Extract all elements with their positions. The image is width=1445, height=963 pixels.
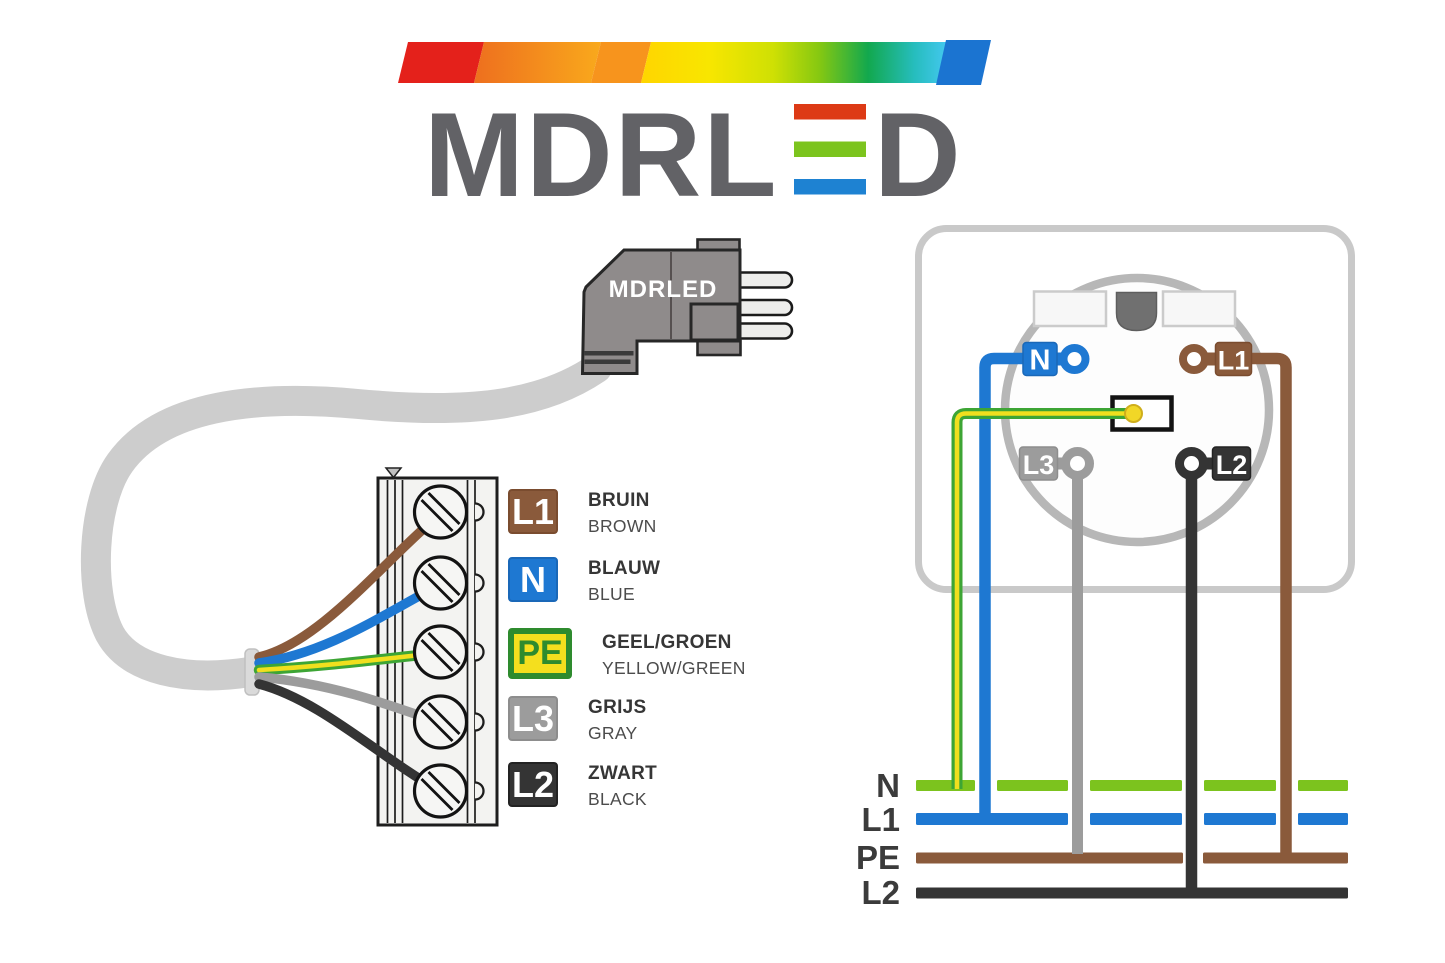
socket-top-slot-left xyxy=(1032,290,1108,328)
wire-black xyxy=(254,679,443,795)
terminal-l3-ring xyxy=(1061,447,1094,480)
legend-badge-l3: L3 xyxy=(508,696,558,741)
bus-label-n: N xyxy=(876,767,900,804)
rainbow-bar-spectrum xyxy=(641,42,948,83)
plug-strain-ridge-1 xyxy=(584,351,634,356)
terminal-l3-tile xyxy=(1018,446,1059,481)
pe-yellow-dot xyxy=(1124,404,1143,423)
legend-text-l2: ZWART BLACK xyxy=(588,762,657,810)
logo-e-bar-blue xyxy=(794,179,866,195)
terminal-n-label: N xyxy=(1030,345,1051,377)
rainbow-bar-orange xyxy=(474,42,601,83)
bus-line-pe xyxy=(916,852,1348,864)
logo-e-bar-green xyxy=(794,141,866,157)
rainbow-bar-blue xyxy=(936,40,991,85)
screw-terminals xyxy=(412,484,469,819)
socket-terminal-l1: L1 xyxy=(1179,341,1253,377)
legend-name-en: BROWN xyxy=(588,516,657,536)
socket-terminal-l3: L3 xyxy=(1018,446,1094,481)
legend-name-nl: GRIJS xyxy=(588,697,647,718)
bus-label-l1: L1 xyxy=(861,801,900,838)
terminal-n-ring xyxy=(1059,344,1090,374)
terminal-block-bumps xyxy=(474,502,485,801)
plug-label: MDRLED xyxy=(609,276,718,303)
legend-row-pe: PE GEEL/GROEN YELLOW/GREEN xyxy=(508,628,746,679)
legend-name-en: YELLOW/GREEN xyxy=(602,658,746,678)
legend-row-l3: L3 GRIJS GRAY xyxy=(508,696,647,744)
socket-keying-notch xyxy=(1115,291,1158,332)
screw-terminal-2 xyxy=(412,555,469,611)
terminal-n-tile xyxy=(1022,341,1058,377)
logo: MDRL D xyxy=(398,40,991,222)
wire-brown xyxy=(254,511,443,662)
legend-text-pe: GEEL/GROEN YELLOW/GREEN xyxy=(602,628,746,679)
socket-top-slot-right xyxy=(1161,290,1237,328)
terminal-l2-ring xyxy=(1175,447,1208,480)
socket-wire-brown xyxy=(1248,352,1292,861)
legend-text-l1: BRUIN BROWN xyxy=(588,489,657,537)
legend-name-en: GRAY xyxy=(588,723,638,743)
legend-name-nl: GEEL/GROEN xyxy=(602,632,732,653)
legend-badge-l1: L1 xyxy=(508,489,558,534)
legend-name-en: BLUE xyxy=(588,584,635,604)
bus-label-pe: PE xyxy=(856,839,900,876)
legend-row-l1: L1 BRUIN BROWN xyxy=(508,489,657,537)
logo-text-mdrl: MDRL xyxy=(424,88,779,222)
socket-diagram: N L1 L3 L2 N L1 PE L2 xyxy=(856,225,1355,911)
bus-line-l2 xyxy=(916,887,1348,899)
logo-e-bar-red xyxy=(794,104,866,120)
logo-e-bars xyxy=(794,104,866,195)
screw-terminal-5 xyxy=(412,763,469,819)
bus-line-l1 xyxy=(916,813,1348,825)
socket-terminal-l2: L2 xyxy=(1175,446,1252,481)
legend-badge-pe: PE xyxy=(508,628,572,679)
plug-inner-square xyxy=(689,302,740,342)
screw-terminal-4 xyxy=(412,694,469,750)
legend-row-l2: L2 ZWART BLACK xyxy=(508,762,657,810)
legend-name-nl: ZWART xyxy=(588,763,658,784)
legend-text-l3: GRIJS GRAY xyxy=(588,696,647,744)
terminal-l3-label: L3 xyxy=(1023,450,1055,480)
legend-text-n: BLAUW BLUE xyxy=(588,557,660,605)
legend-row-n: N BLAUW BLUE xyxy=(508,557,660,605)
plug-body xyxy=(580,248,742,375)
socket-terminal-n: N xyxy=(1022,341,1090,377)
socket-wire-pe-inner xyxy=(954,411,1136,789)
logo-text-d: D xyxy=(874,88,961,222)
cable-sheath xyxy=(80,353,612,691)
terminal-l1-label: L1 xyxy=(1218,346,1250,376)
terminal-l2-label: L2 xyxy=(1216,450,1248,480)
bus-labels: N L1 PE L2 xyxy=(856,767,900,911)
legend-name-en: BLACK xyxy=(588,789,647,809)
legend-badge-n: N xyxy=(508,557,558,602)
rainbow-bar-red xyxy=(398,42,484,83)
rainbow-bar xyxy=(398,40,991,85)
socket-wires xyxy=(951,352,1292,896)
terminal-l1-tile xyxy=(1214,341,1253,377)
rainbow-bar-dark-orange xyxy=(591,42,651,83)
terminal-l2-tile xyxy=(1211,446,1252,481)
plug-graphic: MDRLED xyxy=(580,238,794,375)
socket-wire-blue xyxy=(979,352,1026,823)
plug-bottom-foot xyxy=(696,339,742,357)
bus-label-l2: L2 xyxy=(861,874,900,911)
legend-badge-l2: L2 xyxy=(508,762,558,807)
terminal-block-marker-pin xyxy=(384,467,403,479)
screw-terminal-3 xyxy=(412,624,469,680)
terminal-l1-ring xyxy=(1179,344,1209,374)
plug-strain-ridge-2 xyxy=(584,359,631,364)
screw-terminal-1 xyxy=(412,484,469,540)
legend-name-nl: BLAUW xyxy=(588,558,661,579)
legend-name-nl: BRUIN xyxy=(588,490,650,511)
